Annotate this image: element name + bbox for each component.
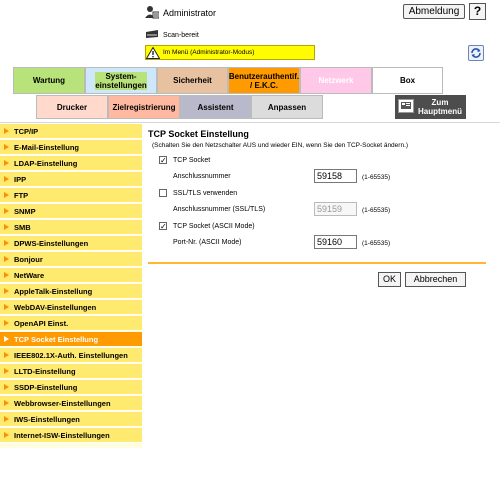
sidebar-item-netware[interactable]: NetWare (0, 268, 142, 283)
admin-mode-banner (145, 45, 315, 60)
sidebar-item-lltd[interactable]: LLTD-Einstellung (0, 364, 142, 379)
help-button[interactable]: ? (469, 3, 486, 20)
device-status: Scan-bereit (163, 32, 199, 39)
ok-button[interactable]: OK (378, 272, 401, 287)
warning-icon (145, 46, 161, 59)
sidebar-item-tcpip[interactable]: TCP/IP (0, 124, 142, 139)
sidebar-item-internet-isw[interactable]: Internet-ISW-Einstellungen (0, 428, 142, 443)
ascii-mode-label: TCP Socket (ASCII Mode) (173, 223, 255, 230)
ssl-port-input[interactable]: 59159 (314, 202, 357, 216)
sidebar: TCP/IP E-Mail-Einstellung LDAP-Einstellu… (0, 124, 142, 448)
tab-sicherheit[interactable]: Sicherheit (157, 67, 228, 94)
administrator-icon (145, 5, 160, 19)
cancel-button[interactable]: Abbrechen (405, 272, 466, 287)
tcp-socket-label: TCP Socket (173, 157, 211, 164)
tcp-port-range: (1-65535) (362, 174, 391, 181)
tab-systemeinstellungen[interactable]: System- einstellungen (85, 67, 157, 94)
subtab-zielregistrierung[interactable]: Zielregistrierung (108, 95, 180, 119)
sidebar-item-snmp[interactable]: SNMP (0, 204, 142, 219)
tab-netzwerk[interactable]: Netzwerk (300, 67, 372, 94)
main-menu-icon (398, 99, 414, 113)
sidebar-item-openapi[interactable]: OpenAPI Einst. (0, 316, 142, 331)
sidebar-item-ftp[interactable]: FTP (0, 188, 142, 203)
ssl-checkbox[interactable] (159, 189, 167, 197)
sidebar-item-email[interactable]: E-Mail-Einstellung (0, 140, 142, 155)
tab-benutzerauthentifizierung[interactable]: Benutzerauthentif. / E.K.C. (228, 67, 300, 94)
tcp-port-input[interactable]: 59158 (314, 169, 357, 183)
subtab-assistent[interactable]: Assistent (180, 95, 251, 119)
sidebar-item-iws[interactable]: IWS-Einstellungen (0, 412, 142, 427)
ssl-port-label: Anschlussnummer (SSL/TLS) (173, 206, 266, 213)
sidebar-item-tcp-socket[interactable]: TCP Socket Einstellung (0, 332, 142, 347)
sidebar-item-webdav[interactable]: WebDAV-Einstellungen (0, 300, 142, 315)
tab-divider (0, 122, 500, 123)
sidebar-item-ssdp[interactable]: SSDP-Einstellung (0, 380, 142, 395)
ascii-port-label: Port-Nr. (ASCII Mode) (173, 239, 242, 246)
ssl-label: SSL/TLS verwenden (173, 190, 238, 197)
refresh-button[interactable] (468, 45, 484, 61)
subtab-drucker[interactable]: Drucker (36, 95, 108, 119)
logout-button[interactable]: Abmeldung (403, 4, 465, 19)
sidebar-item-ipp[interactable]: IPP (0, 172, 142, 187)
tab-label: System- einstellungen (95, 71, 147, 90)
ascii-mode-checkbox[interactable]: ✓ (159, 222, 167, 231)
ascii-port-input[interactable]: 59160 (314, 235, 357, 249)
tab-wartung[interactable]: Wartung (13, 67, 85, 94)
subtab-anpassen[interactable]: Anpassen (251, 95, 323, 119)
admin-mode-text: Im Menü (Administrator-Modus) (163, 49, 255, 56)
sidebar-item-ldap[interactable]: LDAP-Einstellung (0, 156, 142, 171)
user-label: Administrator (163, 8, 217, 18)
refresh-icon (471, 48, 481, 58)
sidebar-item-smb[interactable]: SMB (0, 220, 142, 235)
printer-icon (145, 29, 159, 39)
section-divider (148, 262, 486, 264)
restart-note: (Schalten Sie den Netzschalter AUS und w… (152, 142, 409, 149)
sidebar-item-ieee8021x[interactable]: IEEE802.1X-Auth. Einstellungen (0, 348, 142, 363)
sidebar-item-webbrowser[interactable]: Webbrowser-Einstellungen (0, 396, 142, 411)
sidebar-item-dpws[interactable]: DPWS-Einstellungen (0, 236, 142, 251)
tcp-socket-checkbox[interactable]: ✓ (159, 156, 167, 165)
ssl-port-range: (1-65535) (362, 207, 391, 214)
sidebar-item-appletalk[interactable]: AppleTalk-Einstellung (0, 284, 142, 299)
ascii-port-range: (1-65535) (362, 240, 391, 247)
page-title: TCP Socket Einstellung (148, 129, 249, 139)
tab-box[interactable]: Box (372, 67, 443, 94)
tcp-port-label: Anschlussnummer (173, 173, 231, 180)
main-menu-label: Zum Hauptmenü (418, 98, 462, 116)
sidebar-item-bonjour[interactable]: Bonjour (0, 252, 142, 267)
